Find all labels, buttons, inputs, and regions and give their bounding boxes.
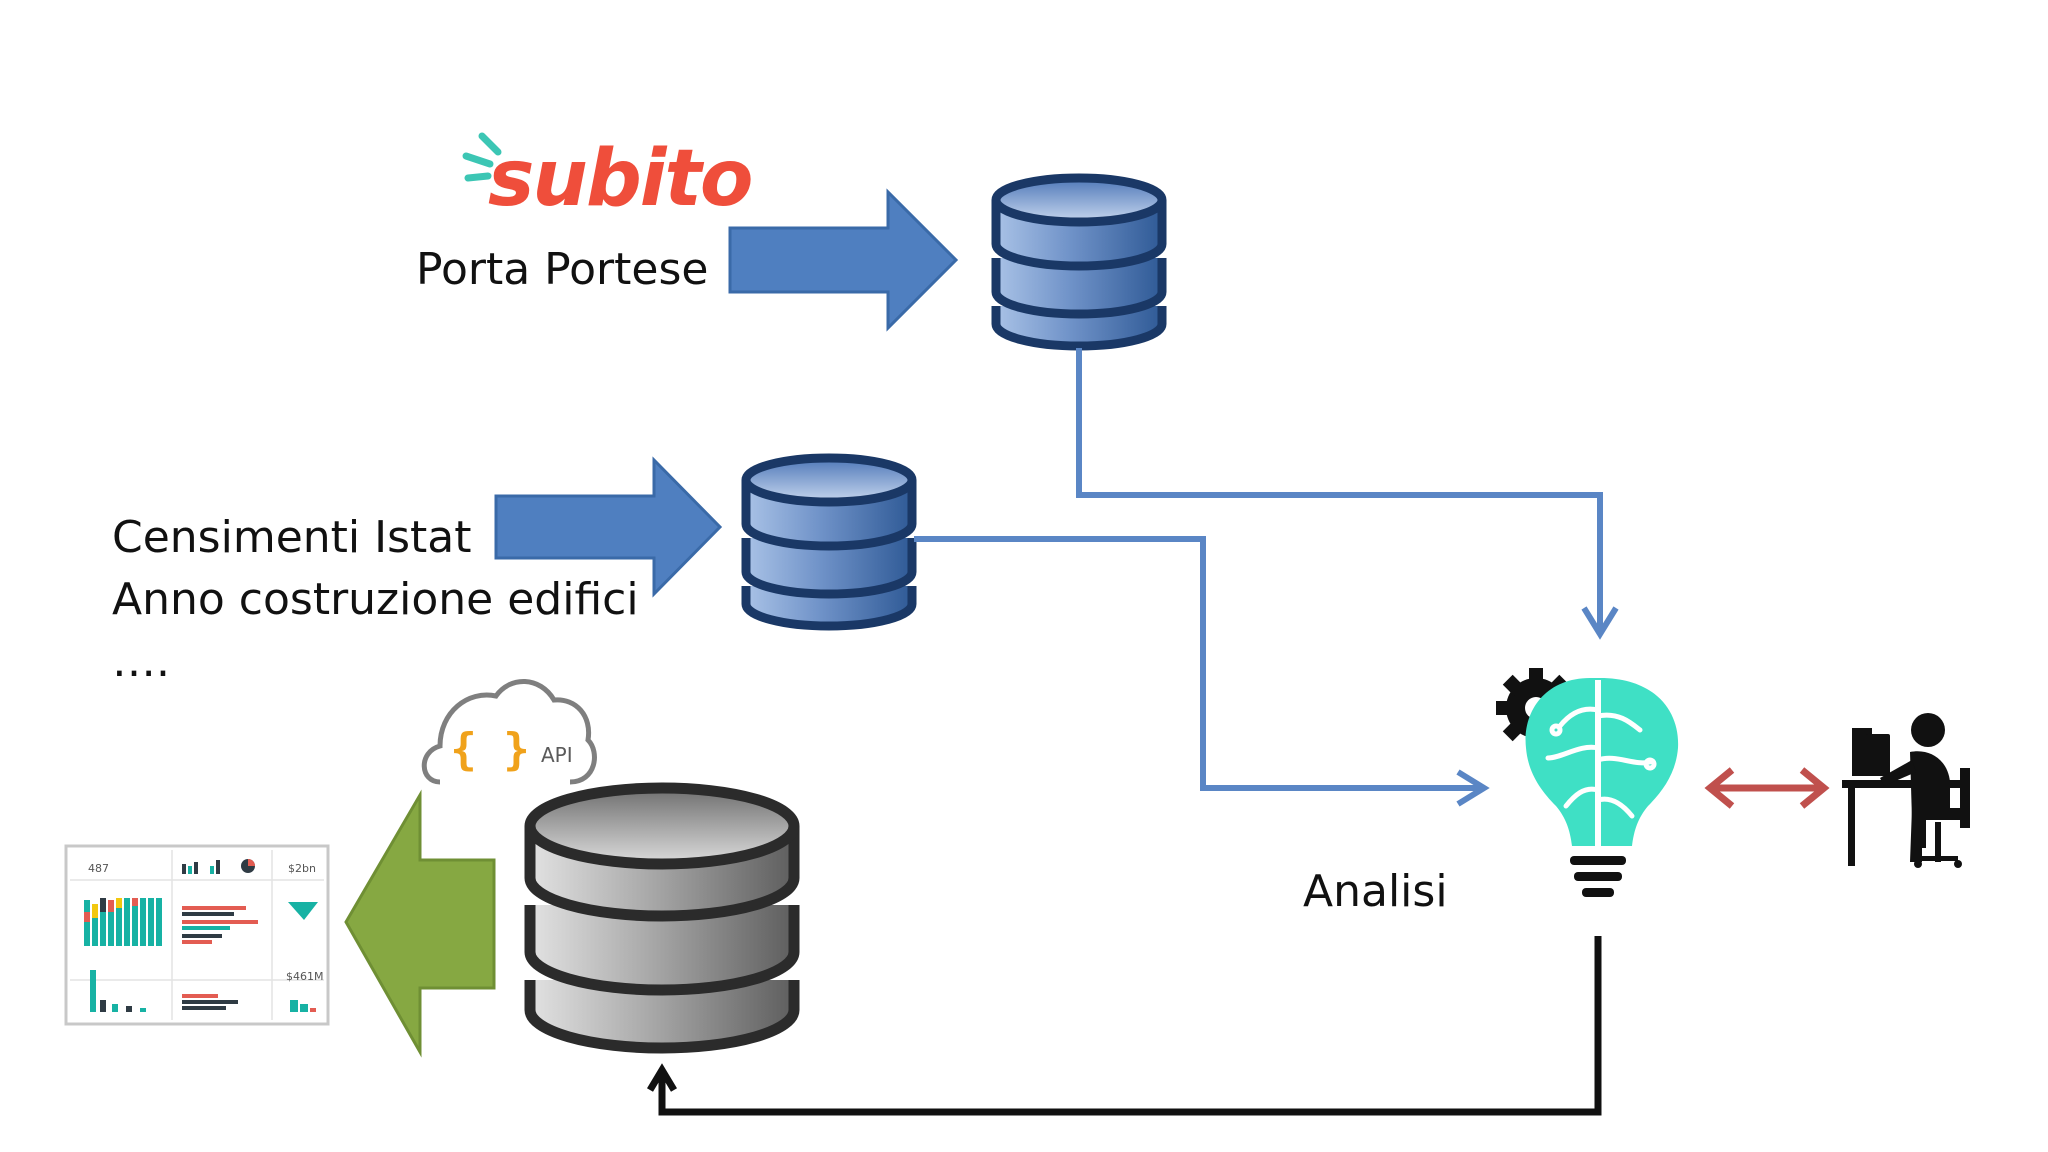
- label-ellipsis: ….: [112, 636, 170, 687]
- api-braces: { }: [450, 724, 529, 775]
- arrow-to-db-top: [728, 188, 959, 332]
- feedback-line: [646, 936, 1602, 1116]
- label-analisi: Analisi: [1303, 866, 1448, 917]
- dashboard-stacked-bars: [84, 898, 162, 946]
- brain-lightbulb-icon: [1525, 678, 1679, 897]
- arrow-to-dashboard: [344, 789, 496, 1058]
- database-middle: [741, 453, 917, 631]
- dashboard-kpi-1: 487: [88, 862, 109, 875]
- api-label: API: [541, 743, 573, 767]
- subito-logo-rays: [462, 132, 502, 182]
- dashboard-small-bars-1: [182, 859, 255, 874]
- label-censimenti-istat: Censimenti Istat: [112, 512, 472, 563]
- arrow-to-db-middle: [494, 456, 723, 598]
- database-output: [524, 782, 800, 1054]
- dashboard-kpi-2: $2bn: [288, 862, 316, 875]
- dashboard-hbars: [182, 906, 258, 1010]
- label-porta-portese: Porta Portese: [416, 244, 709, 295]
- database-top: [991, 173, 1167, 351]
- flow-lines: [914, 348, 1619, 807]
- dashboard-bottom-bars: [90, 902, 318, 1012]
- user-computer-icon: [1842, 713, 1970, 868]
- dashboard-thumbnail: 487 $2bn $461M: [64, 844, 330, 1026]
- double-arrow-user: [1704, 767, 1830, 809]
- cloud-api-icon: { } API: [421, 679, 597, 785]
- dashboard-kpi-3: $461M: [286, 970, 324, 983]
- label-anno-costruzione: Anno costruzione edifici: [112, 574, 639, 625]
- subito-logo: subito: [488, 134, 753, 224]
